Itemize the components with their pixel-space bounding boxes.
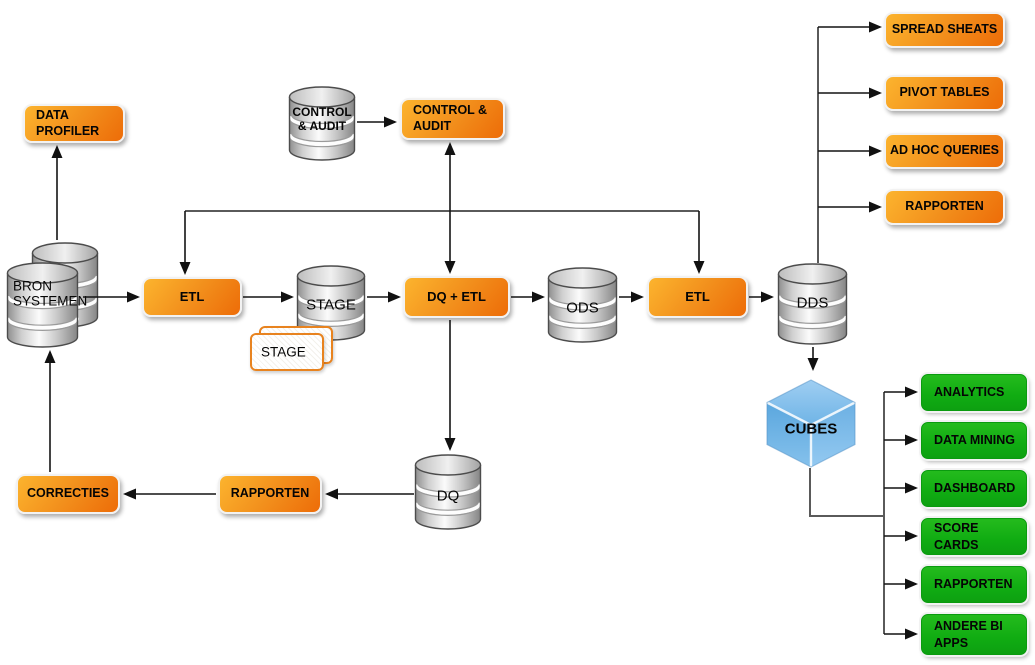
node-spread-sheats: SPREAD SHEATS: [884, 12, 1005, 48]
node-data-mining: DATA MINING: [921, 422, 1027, 459]
node-control-audit-db: CONTROL & AUDIT: [288, 85, 356, 162]
file-card-front-icon: STAGE: [250, 333, 324, 371]
node-etl-2: ETL: [647, 276, 748, 318]
cube-label: CUBES: [784, 419, 838, 437]
node-pivot-tables: PIVOT TABLES: [884, 75, 1005, 111]
database-icon: [777, 262, 848, 346]
database-icon: [547, 266, 618, 344]
cylinder-label: DQ: [436, 487, 460, 505]
node-dq-etl: DQ + ETL: [403, 276, 510, 318]
node-dashboard: DASHBOARD: [921, 470, 1027, 507]
node-stage-files: STAGE: [250, 326, 334, 372]
database-icon: [296, 264, 366, 342]
cylinder-label: BRON SYSTEMEN: [13, 278, 88, 309]
node-correcties: CORRECTIES: [16, 474, 120, 514]
node-stage-db: STAGE: [296, 264, 366, 342]
node-ad-hoc-queries: AD HOC QUERIES: [884, 133, 1005, 169]
node-ods-db: ODS: [547, 266, 618, 344]
node-etl-1: ETL: [142, 277, 242, 317]
database-icon: [414, 453, 482, 531]
node-bron-systemen: BRON SYSTEMEN: [5, 239, 101, 351]
cylinder-label: CONTROL & AUDIT: [292, 105, 352, 134]
card-label: STAGE: [261, 344, 306, 360]
node-rapporten-flow: RAPPORTEN: [218, 474, 322, 514]
node-andere-bi-apps: ANDERE BI APPS: [921, 614, 1027, 655]
cubes-to-bi-spine: [809, 468, 884, 517]
database-icon: [6, 261, 79, 349]
cylinder-label: DDS: [796, 294, 829, 312]
node-dds-db: DDS: [777, 262, 848, 346]
cylinder-label: ODS: [566, 299, 599, 317]
node-analytics: ANALYTICS: [921, 374, 1027, 411]
node-score-cards: SCORE CARDS: [921, 518, 1027, 555]
cube-icon: [764, 377, 858, 469]
node-control-audit-box: CONTROL & AUDIT: [400, 98, 505, 140]
node-data-profiler: DATA PROFILER: [23, 104, 125, 143]
cylinder-label: STAGE: [306, 295, 356, 313]
node-rapporten-dds: RAPPORTEN: [884, 189, 1005, 225]
node-dq-db: DQ: [414, 453, 482, 531]
node-rapporten-bi: RAPPORTEN: [921, 566, 1027, 603]
node-cubes: CUBES: [764, 377, 858, 469]
database-icon: [288, 85, 356, 162]
